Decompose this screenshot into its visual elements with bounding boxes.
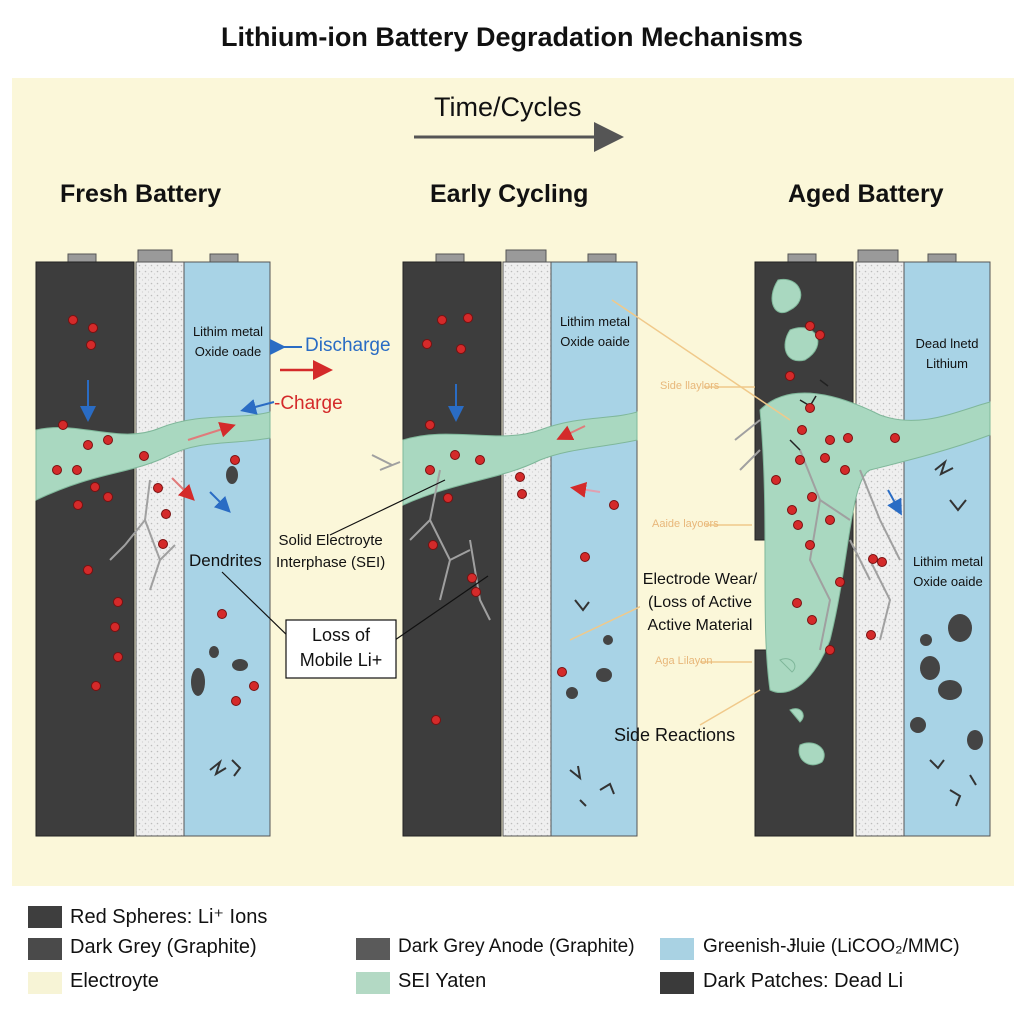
separator bbox=[135, 261, 185, 837]
faint-label: Side llaylors bbox=[660, 380, 720, 392]
electrode-wear-label: Electrode Wear/ (Loss of Active Active M… bbox=[642, 571, 758, 634]
ion-arrow-red bbox=[187, 422, 236, 441]
dead-li-patch bbox=[910, 717, 926, 733]
legend-label: Dark Grey (Graphite) bbox=[70, 936, 257, 958]
panel-title-early: Early Cycling bbox=[430, 180, 589, 208]
li-ions bbox=[52, 315, 259, 706]
ion-arrow-blue bbox=[887, 489, 902, 516]
sei-fragment bbox=[779, 658, 825, 766]
li-ions bbox=[771, 321, 900, 655]
separator bbox=[855, 261, 905, 837]
crack bbox=[209, 759, 242, 777]
sei-layer bbox=[35, 411, 271, 501]
faint-callout-lines bbox=[569, 299, 791, 726]
ion-arrow-blue bbox=[209, 491, 231, 513]
legend-label: Dark Grey Anode (Graphite) bbox=[398, 936, 635, 957]
legend-swatch bbox=[660, 972, 694, 994]
dead-li-patch bbox=[596, 668, 612, 682]
legend-label: SEI Yaten bbox=[398, 970, 487, 992]
side-reactions-label: Side Reactions bbox=[614, 725, 736, 745]
cathode bbox=[183, 261, 271, 837]
ion-arrow-red bbox=[570, 481, 601, 498]
dead-li-patch bbox=[209, 646, 219, 658]
legend-swatch bbox=[28, 906, 62, 928]
cathode bbox=[550, 261, 638, 837]
dead-lithium-label: Dead lnetd Lithium bbox=[915, 336, 979, 371]
dead-li-patch bbox=[566, 687, 578, 699]
legend-band bbox=[0, 886, 1024, 1024]
dead-li-patch bbox=[938, 680, 962, 700]
dead-li-patch bbox=[920, 634, 932, 646]
discharge-label: Discharge bbox=[305, 335, 391, 356]
dead-li-patch bbox=[232, 659, 248, 671]
legend-label: Electroyte bbox=[70, 970, 159, 992]
legend-label: Dark Patches: Dead Li bbox=[703, 970, 904, 992]
cathode-label-fresh: Lithim metal Oxide oade bbox=[192, 324, 264, 359]
ion-arrow-red bbox=[171, 477, 195, 501]
panel-aged-battery bbox=[734, 249, 991, 837]
li-ions bbox=[422, 313, 619, 725]
electrode-wear-box bbox=[640, 565, 758, 641]
page-title: Lithium-ion Battery Degradation Mechanis… bbox=[220, 22, 804, 52]
sei-layer bbox=[402, 411, 638, 506]
dead-li-patch bbox=[967, 730, 983, 750]
dendrite bbox=[109, 479, 176, 591]
crack bbox=[929, 459, 977, 807]
dead-li-patch bbox=[948, 614, 972, 642]
dead-li-patch bbox=[226, 466, 238, 484]
sei-label: Solid Electroyte Interphase (SEI) bbox=[276, 532, 386, 571]
faint-label: Aga Lilayon bbox=[655, 655, 713, 667]
legend-swatch bbox=[28, 972, 62, 994]
panel-title-aged: Aged Battery bbox=[788, 180, 944, 208]
callout-lines bbox=[221, 479, 489, 641]
cathode-label-early: Lithim metal Oxide oaide bbox=[559, 314, 631, 349]
crack bbox=[569, 599, 615, 807]
dead-li-patch bbox=[603, 635, 613, 645]
dead-li-patch bbox=[920, 656, 940, 680]
legend-label: Greenish-Ɉluie (LiCOO₂/MMC) bbox=[703, 936, 960, 957]
panel-early-cycling bbox=[371, 249, 638, 837]
sei-layer bbox=[759, 392, 991, 693]
ion-arrow-red bbox=[556, 425, 586, 441]
cathode-label-aged: Lithim metal Oxide oaide bbox=[912, 554, 984, 589]
dendrites-label: Dendrites bbox=[189, 551, 262, 570]
dendrite bbox=[734, 419, 901, 651]
legend-swatch bbox=[356, 938, 390, 960]
dead-li-patch bbox=[191, 668, 205, 696]
time-arrow-label: Time/Cycles bbox=[434, 92, 582, 122]
anode-graphite bbox=[402, 261, 502, 837]
loss-mobile-box bbox=[285, 619, 397, 679]
legend-label: Red Spheres: Li⁺ Ions bbox=[70, 906, 268, 928]
legend-swatch bbox=[660, 938, 694, 960]
separator bbox=[502, 261, 552, 837]
ion-arrow-blue bbox=[240, 399, 275, 415]
anode-graphite bbox=[35, 261, 135, 837]
faint-label: Aaide layoers bbox=[652, 518, 719, 530]
loss-mobile-label: Loss of Mobile Li+ bbox=[299, 625, 383, 670]
legend-swatch bbox=[28, 938, 62, 960]
charge-label: -Charge bbox=[274, 393, 343, 414]
legend-swatch bbox=[356, 972, 390, 994]
panel-title-fresh: Fresh Battery bbox=[60, 180, 222, 208]
panel-fresh-battery bbox=[35, 249, 271, 837]
dendrite bbox=[371, 454, 491, 621]
